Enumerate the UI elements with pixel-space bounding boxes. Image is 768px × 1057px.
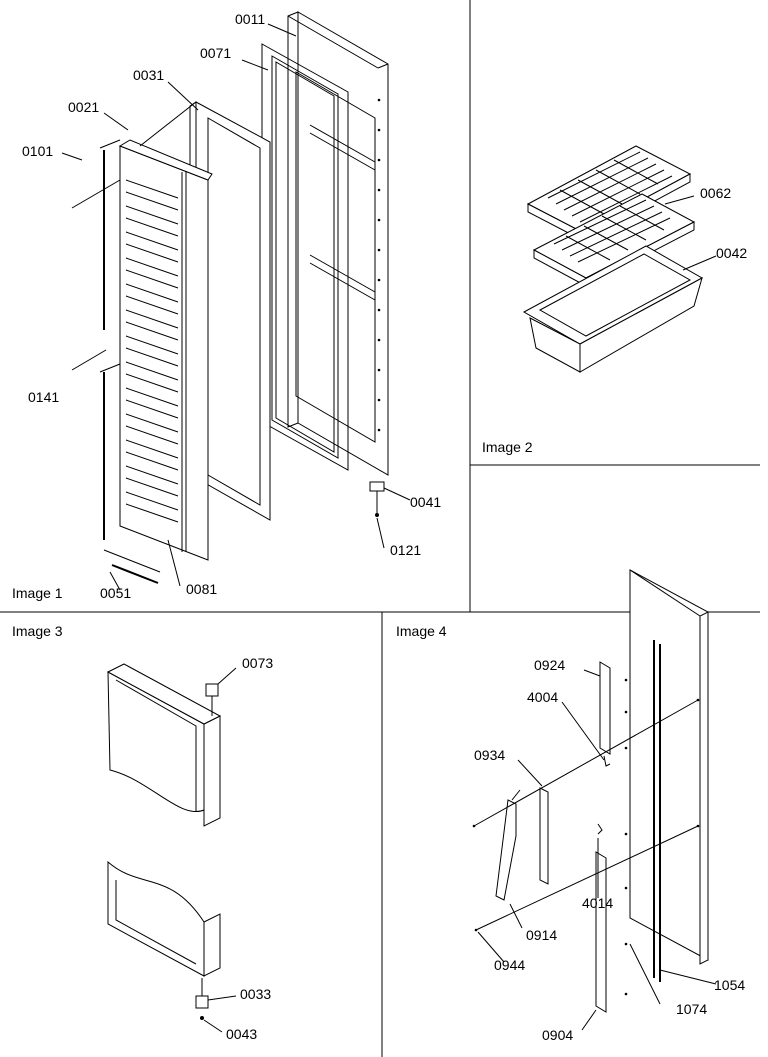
leader-0042 [682, 255, 717, 271]
callout-0914: 0914 [526, 927, 557, 943]
panel-label-image1: Image 1 [12, 585, 63, 601]
leader-0043 [203, 1019, 223, 1033]
callout-0141: 0141 [28, 389, 59, 405]
callout-0944: 0944 [494, 957, 525, 973]
image1-door-assembly: 0011 0071 0031 0021 0101 0141 0051 0081 … [12, 11, 441, 601]
callout-0071: 0071 [200, 45, 231, 61]
callout-0021: 0021 [68, 99, 99, 115]
callout-0062: 0062 [700, 185, 731, 201]
liner-shelves [125, 179, 179, 523]
door-outer-panel [287, 11, 389, 476]
handle [495, 789, 521, 901]
callout-0042: 0042 [716, 245, 747, 261]
callout-0033: 0033 [240, 986, 271, 1002]
leader-0033 [207, 995, 237, 1001]
callout-0073: 0073 [242, 655, 273, 671]
leader-0062 [664, 195, 695, 205]
trim-rail [653, 640, 661, 982]
door-inner-liner [118, 139, 213, 561]
screw-holes [377, 98, 381, 432]
panel-label-image4: Image 4 [396, 623, 447, 639]
panel-label-image3: Image 3 [12, 623, 63, 639]
breaker-strips [99, 139, 121, 540]
hinge-parts [369, 481, 385, 517]
callout-0031: 0031 [133, 67, 164, 83]
callout-0011: 0011 [235, 11, 265, 27]
callout-0121: 0121 [390, 542, 421, 558]
callout-0904: 0904 [542, 1027, 573, 1043]
callout-4014: 4014 [582, 895, 613, 911]
callout-0081: 0081 [186, 581, 217, 597]
panel-label-image2: Image 2 [482, 439, 533, 455]
clips [597, 755, 611, 835]
ice-bin [522, 245, 704, 373]
callout-1054: 1054 [714, 977, 745, 993]
callout-0924: 0924 [534, 657, 565, 673]
trim-strip-0924 [599, 661, 611, 755]
image1-leaders [61, 23, 411, 591]
callout-0101: 0101 [22, 143, 53, 159]
cabinet-side [629, 569, 709, 965]
image4-handle-trim: 0924 4004 0934 4014 0914 0944 1054 1074 … [396, 569, 745, 1043]
bottom-bracket [103, 549, 161, 584]
leader-0073 [217, 667, 237, 685]
door-top-section [106, 663, 222, 827]
image4-leaders [473, 669, 717, 1031]
door-bottom-section [107, 860, 221, 1020]
callout-0043: 0043 [226, 1026, 257, 1042]
callout-0041: 0041 [410, 494, 441, 510]
callout-1074: 1074 [676, 1001, 707, 1017]
callout-0934: 0934 [474, 747, 505, 763]
image3-door-ends: 0073 0033 0043 Image 3 [12, 623, 273, 1042]
image2-ice-trays: 0062 0042 Image 2 [482, 145, 747, 455]
callout-0051: 0051 [100, 585, 131, 601]
trim-strip-0934 [539, 787, 549, 885]
callout-4004: 4004 [527, 689, 558, 705]
